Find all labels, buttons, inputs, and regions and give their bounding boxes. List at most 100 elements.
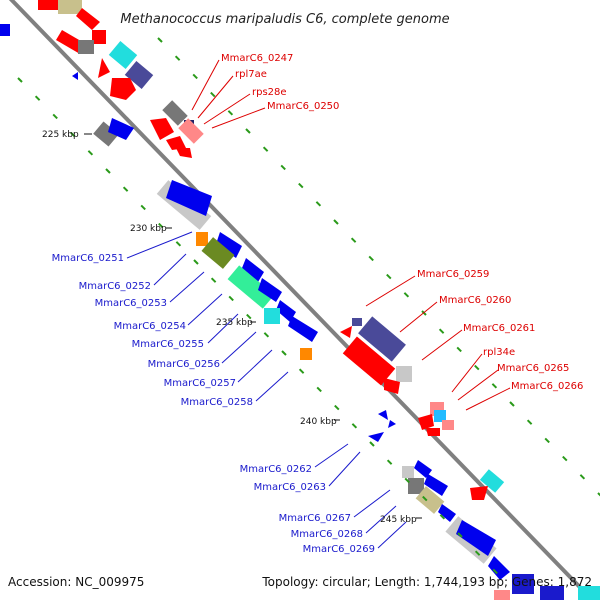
gene-label: MmarC6_0250 <box>267 101 339 112</box>
gene-feature <box>434 410 446 422</box>
gc-tick <box>422 495 428 502</box>
gene-feature <box>479 469 505 493</box>
gene-feature <box>384 378 400 394</box>
gene-feature <box>358 316 406 362</box>
gc-tick <box>298 368 305 374</box>
gc-tick <box>579 474 586 480</box>
gene-feature <box>426 428 440 436</box>
gc-tick <box>245 128 251 134</box>
gc-tick <box>52 113 58 120</box>
gene-label: MmarC6_0262 <box>240 464 312 475</box>
accession-text: Accession: NC_009975 <box>8 575 144 589</box>
gene-feature <box>58 0 82 14</box>
red-leader-lines <box>191 59 511 411</box>
gc-tick <box>562 455 568 462</box>
gene-feature <box>378 410 388 420</box>
gene-feature <box>108 41 138 69</box>
gene-label: MmarC6_0252 <box>79 281 151 292</box>
gene-feature <box>342 336 396 386</box>
gc-tick <box>298 182 304 189</box>
gc-tick <box>246 313 252 320</box>
gene-feature <box>110 78 136 100</box>
gene-feature <box>98 58 110 78</box>
gene-label: MmarC6_0269 <box>303 544 375 555</box>
gene-label: rpl7ae <box>235 69 267 80</box>
gene-feature <box>402 466 414 478</box>
gene-feature <box>340 326 352 338</box>
gc-tick <box>227 110 234 116</box>
gene-label: MmarC6_0263 <box>254 482 326 493</box>
gc-tick <box>386 459 393 465</box>
gene-feature <box>176 148 192 158</box>
gene-label: rps28e <box>252 87 287 98</box>
gene-feature <box>470 486 488 500</box>
gc-tick <box>333 219 339 225</box>
gene-label: MmarC6_0258 <box>181 397 253 408</box>
gene-feature <box>242 258 264 282</box>
gene-label: MmarC6_0260 <box>439 295 511 306</box>
gene-feature <box>442 420 454 430</box>
gc-tick <box>316 386 322 393</box>
gene-feature <box>276 300 296 322</box>
gc-tick <box>281 350 287 356</box>
gc-tick <box>509 401 515 407</box>
kbp-label: 240 kbp <box>300 417 337 427</box>
gene-feature <box>166 136 186 150</box>
gc-tick <box>386 273 392 280</box>
gene-label: MmarC6_0253 <box>95 298 167 309</box>
gc-tick <box>263 332 270 338</box>
gene-feature <box>494 590 510 600</box>
gene-feature <box>396 366 412 382</box>
gene-feature <box>300 348 312 360</box>
gene-feature <box>162 100 188 126</box>
gene-label: MmarC6_0261 <box>463 323 535 334</box>
gc-tick <box>192 73 198 80</box>
gc-tick <box>403 292 410 298</box>
gene-feature <box>408 478 424 494</box>
gc-tick <box>158 222 164 229</box>
gc-tick <box>544 437 550 444</box>
gene-feature <box>288 316 318 342</box>
gc-tick <box>474 550 481 556</box>
kbp-label: 235 kbp <box>216 318 253 328</box>
gc-tick <box>334 404 340 411</box>
gc-tick <box>122 186 129 192</box>
kbp-label: 245 kbp <box>380 515 417 525</box>
gc-tick <box>140 204 146 211</box>
gene-label: MmarC6_0266 <box>511 381 583 392</box>
gene-label: MmarC6_0255 <box>132 339 204 350</box>
gene-feature <box>414 460 432 478</box>
gene-feature <box>201 237 235 269</box>
gc-tick <box>369 441 375 447</box>
gene-feature <box>488 556 510 580</box>
gc-tick <box>193 259 199 265</box>
gc-tick <box>87 150 94 156</box>
gc-tick <box>210 277 217 283</box>
red-gene-labels: MmarC6_0247 rpl7ae rps28e MmarC6_0250 Mm… <box>221 53 583 392</box>
gc-tick <box>280 164 286 171</box>
gene-feature <box>418 414 434 430</box>
gene-label: MmarC6_0267 <box>279 513 351 524</box>
gene-feature <box>264 308 280 324</box>
gc-tick <box>105 168 111 174</box>
gene-label: rpl34e <box>483 347 515 358</box>
gc-tick <box>492 568 498 575</box>
gene-label: MmarC6_0251 <box>52 253 124 264</box>
gc-tick <box>456 346 462 353</box>
gc-tick <box>34 95 41 101</box>
gc-tick <box>174 55 181 61</box>
gc-tick <box>175 241 182 247</box>
gene-feature <box>196 232 208 246</box>
gc-tick <box>157 37 163 43</box>
gene-label: MmarC6_0256 <box>148 359 220 370</box>
gc-tick <box>597 492 600 497</box>
gene-feature <box>424 474 448 496</box>
gene-feature <box>108 118 134 140</box>
map-title: Methanococcus maripaludis C6, complete g… <box>120 12 449 27</box>
gene-feature <box>93 121 119 147</box>
gene-feature <box>352 318 362 326</box>
gene-label: MmarC6_0259 <box>417 269 489 280</box>
gene-feature <box>78 40 94 54</box>
